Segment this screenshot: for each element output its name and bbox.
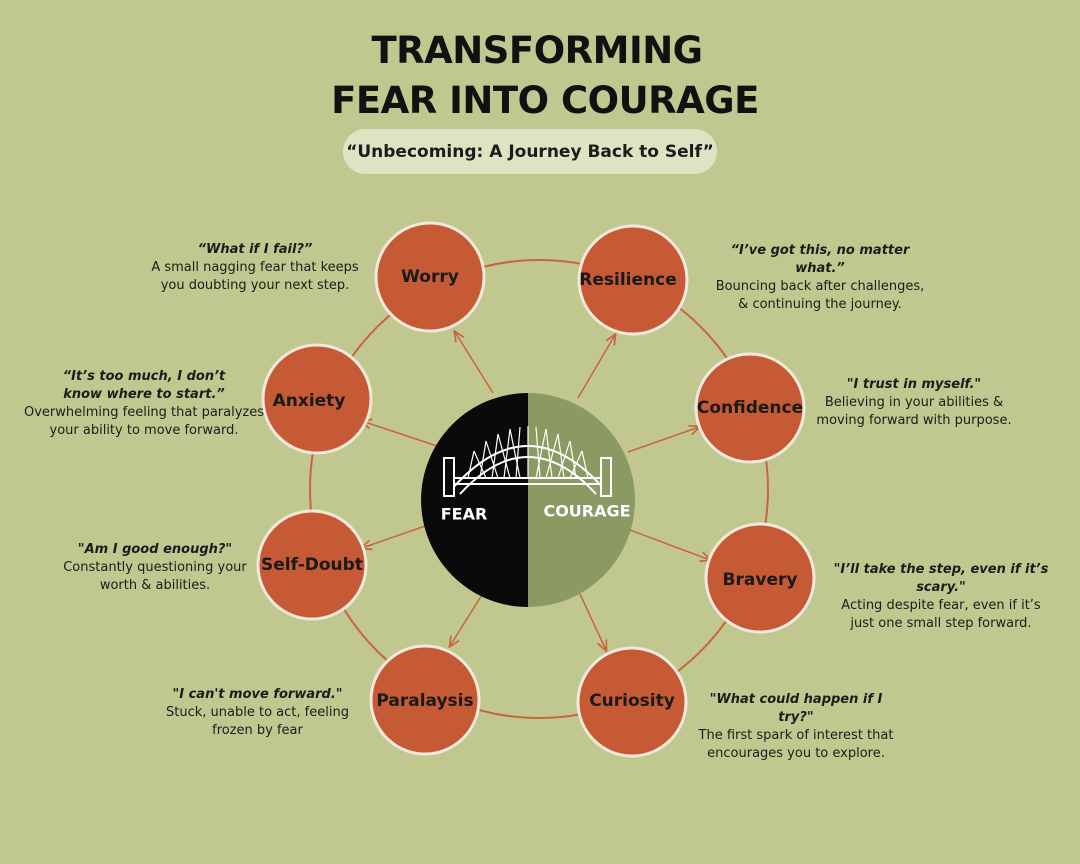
text-self-doubt: Constantly questioning your worth & abil… [63,560,247,593]
node-label-worry: Worry [401,267,459,287]
node-label-paralaysis: Paralaysis [376,691,474,711]
quote-paralaysis: "I can't move forward." [172,687,343,702]
quote-resilience: “I’ve got this, no matter what.” [730,243,910,276]
subtitle-pill: “Unbecoming: A Journey Back to Self” [343,129,717,174]
node-confidence [694,352,806,464]
node-label-bravery: Bravery [722,570,798,590]
node-label-anxiety: Anxiety [272,391,346,411]
spoke-curiosity [579,593,606,650]
quote-bravery: "I’ll take the step, even if it’s scary.… [833,562,1049,595]
quote-curiosity: "What could happen if I try?" [709,692,883,725]
text-bravery: Acting despite fear, even if it’s just o… [841,598,1041,631]
quote-worry: “What if I fail?” [197,242,313,257]
bridge-icon [443,426,612,497]
text-confidence: Believing in your abilities & moving for… [816,395,1012,428]
courage-half [528,393,635,607]
node-curiosity [576,646,688,758]
fear-half [421,393,528,607]
node-self-doubt [256,509,368,621]
desc-paralaysis: "I can't move forward." Stuck, unable to… [160,686,355,740]
text-curiosity: The first spark of interest that encoura… [698,728,894,761]
spoke-bravery [629,529,710,560]
node-bravery [704,522,816,634]
text-resilience: Bouncing back after challenges, & contin… [715,279,925,312]
text-anxiety: Overwhelming feeling that paralyzes your… [23,405,265,438]
node-anxiety [261,343,373,455]
desc-resilience: “I’ve got this, no matter what.” Bouncin… [710,242,930,314]
spoke-self-doubt [362,523,432,548]
fear-label: FEAR [440,504,488,524]
nodes [256,221,816,758]
desc-bravery: "I’ll take the step, even if it’s scary.… [816,561,1066,633]
spoke-paralaysis [450,589,486,646]
title-line-2: FEAR INTO COURAGE [331,79,759,122]
node-label-resilience: Resilience [579,270,677,290]
title-line-1: TRANSFORMING [371,29,703,72]
spoke-worry [455,332,494,394]
subtitle-text: “Unbecoming: A Journey Back to Self” [346,141,714,162]
outer-ring [309,259,769,719]
desc-anxiety: “It’s too much, I don’t know where to st… [14,368,274,440]
quote-anxiety: “It’s too much, I don’t know where to st… [62,369,226,402]
text-worry: A small nagging fear that keeps you doub… [151,260,359,293]
node-label-curiosity: Curiosity [589,691,675,711]
node-resilience [577,224,689,336]
desc-curiosity: "What could happen if I try?" The first … [696,691,896,763]
courage-label: COURAGE [543,501,631,521]
quote-confidence: "I trust in myself." [846,377,982,392]
quote-self-doubt: "Am I good enough?" [77,542,233,557]
spoke-anxiety [362,421,438,447]
desc-confidence: "I trust in myself." Believing in your a… [814,376,1014,430]
spokes [362,332,710,650]
spoke-resilience [577,335,615,399]
node-label-confidence: Confidence [696,398,804,418]
node-paralaysis [369,644,481,756]
text-paralaysis: Stuck, unable to act, feeling frozen by … [166,705,349,738]
center-circle [421,393,635,607]
desc-self-doubt: "Am I good enough?" Constantly questioni… [60,541,250,595]
spoke-confidence [627,427,699,453]
node-label-self-doubt: Self-Doubt [261,555,363,575]
desc-worry: “What if I fail?” A small nagging fear t… [150,241,360,295]
node-worry [374,221,486,333]
